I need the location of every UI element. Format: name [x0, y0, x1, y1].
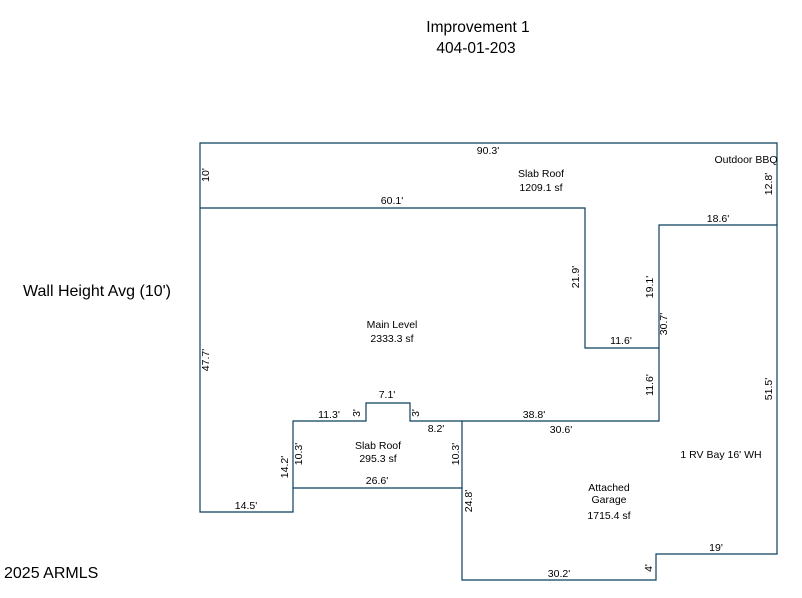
dim-left-47-7: 47.7'	[200, 349, 212, 371]
main-level-label: Main Level	[367, 319, 418, 331]
dim-h-30-6: 30.6'	[550, 424, 572, 436]
copyright: 2025 ARMLS	[4, 565, 98, 582]
dim-bump-7-1: 7.1'	[379, 389, 396, 401]
outdoor-bbq-label: Outdoor BBQ	[714, 154, 777, 166]
wall-outer-top	[199, 142, 778, 581]
dim-v-14-2: 14.2'	[279, 456, 291, 478]
garage-area: 1715.4 sf	[587, 510, 630, 522]
dim-right-12-8: 12.8'	[763, 173, 775, 195]
dim-v-19-1: 19.1'	[644, 276, 656, 298]
diagram-title: Improvement 1	[426, 19, 529, 36]
dim-v-10-3-left: 10.3'	[293, 443, 305, 465]
garage-label-line1: Attached	[588, 482, 630, 494]
dim-bump-3-right: 3'	[410, 409, 422, 417]
slab-roof-small-label: Slab Roof	[355, 440, 401, 452]
dim-h-26-6: 26.6'	[366, 475, 388, 487]
dim-h-8-2: 8.2'	[428, 423, 445, 435]
main-level-area: 2333.3 sf	[370, 333, 413, 345]
dim-top-90-3: 90.3'	[477, 145, 499, 157]
dim-v-4: 4'	[643, 564, 655, 572]
slab-roof-small-area: 295.3 sf	[359, 453, 396, 465]
dim-main-60-1: 60.1'	[381, 195, 403, 207]
dim-bump-3-left: 3'	[351, 409, 363, 417]
dim-right-51-5: 51.5'	[763, 378, 775, 400]
dim-h-11-6: 11.6'	[610, 335, 632, 347]
dim-h-11-3: 11.3'	[318, 409, 340, 421]
dim-v-24-8: 24.8'	[463, 490, 475, 512]
dim-v-10-3-right: 10.3'	[450, 443, 462, 465]
dim-v-11-6: 11.6'	[644, 374, 656, 396]
rv-bay-label: 1 RV Bay 16' WH	[680, 449, 761, 461]
dim-v-30-7: 30.7'	[658, 313, 670, 335]
dim-h-19: 19'	[709, 542, 723, 554]
garage-label-line2: Garage	[591, 494, 626, 506]
slab-roof-top-area: 1209.1 sf	[519, 182, 562, 194]
dim-h-38-8: 38.8'	[523, 409, 545, 421]
dim-h-14-5: 14.5'	[235, 500, 257, 512]
wall-height-note: Wall Height Avg (10')	[23, 283, 171, 300]
dim-v-21-9: 21.9'	[570, 266, 582, 288]
wall-garage-division	[461, 348, 660, 488]
dim-right-18-6: 18.6'	[707, 213, 729, 225]
slab-roof-top-label: Slab Roof	[518, 168, 564, 180]
dim-left-10: 10'	[200, 168, 212, 182]
parcel-number: 404-01-203	[436, 40, 515, 57]
dim-h-30-2: 30.2'	[548, 568, 570, 580]
wall-main-top	[200, 207, 777, 349]
wall-small-slab	[292, 402, 462, 488]
wall-lines	[199, 142, 778, 581]
